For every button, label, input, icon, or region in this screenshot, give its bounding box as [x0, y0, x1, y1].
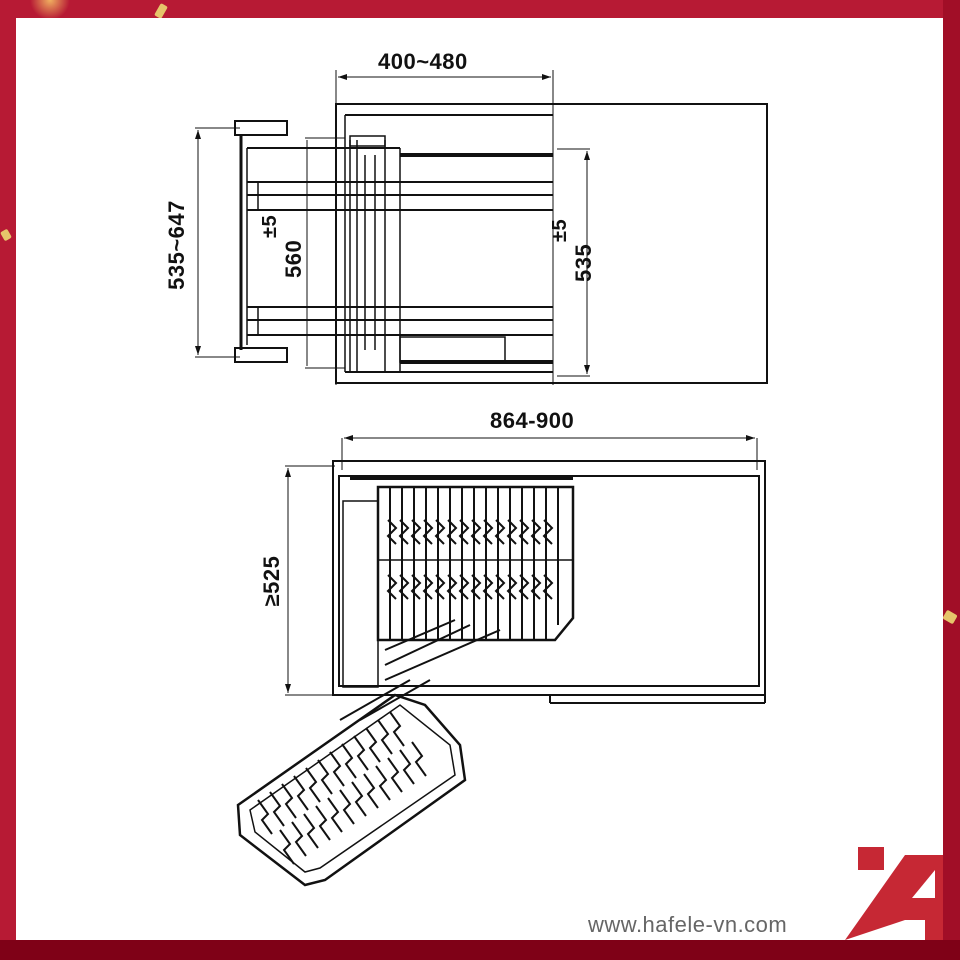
dimension-cabinet-width: 864-900 [490, 408, 575, 433]
dimension-overall-height: 535~647 [164, 200, 189, 290]
frame-right-edge [943, 0, 960, 960]
hafele-logo [845, 847, 943, 940]
plate-rack-wires [386, 487, 559, 640]
dimension-basket-height: 560 ±5 [255, 210, 306, 290]
light-glow [30, 0, 70, 20]
basket-height-tolerance: ±5 [259, 214, 281, 238]
swung-out-basket [236, 693, 467, 887]
dimension-cabinet-depth: ≥525 [259, 555, 284, 607]
dimension-width-side: 400~480 [378, 49, 468, 74]
swing-arm-rails [339, 619, 501, 721]
frame-bottom-edge [0, 940, 960, 960]
website-url[interactable]: www.hafele-vn.com [588, 912, 788, 937]
dimension-cabinet-height: 535 ±5 [545, 210, 596, 290]
top-view-drawing [236, 435, 766, 887]
cabinet-height-value: 535 [571, 243, 596, 282]
basket-height-value: 560 [281, 239, 306, 278]
side-view-drawing [195, 70, 768, 385]
cabinet-height-tolerance: ±5 [549, 218, 571, 242]
